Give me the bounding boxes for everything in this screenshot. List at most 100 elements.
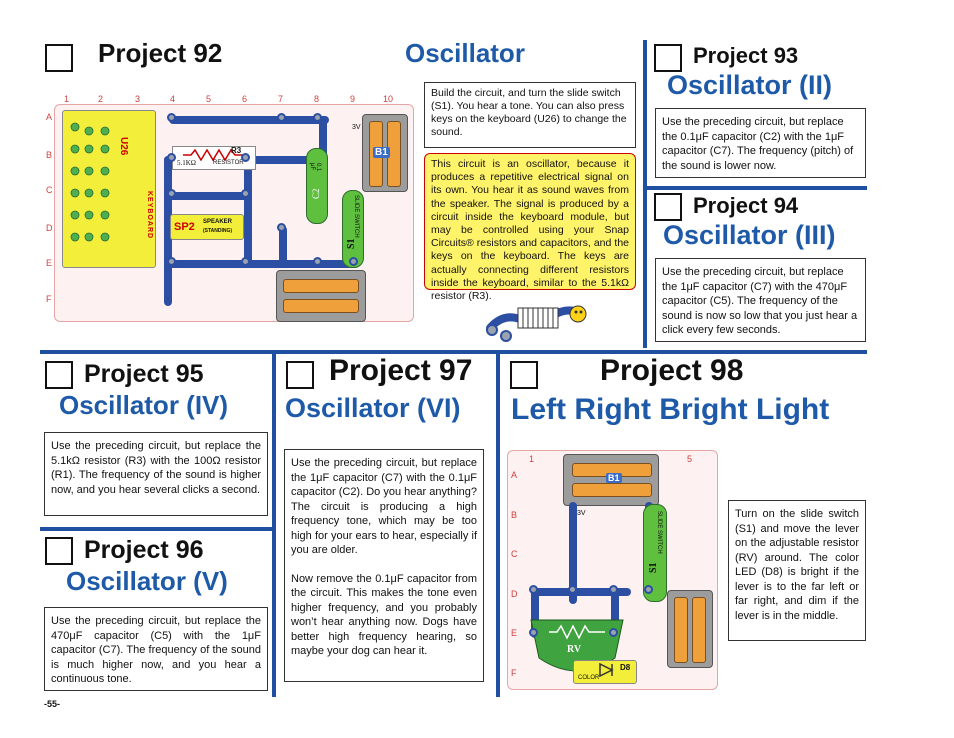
u26-label: U26	[118, 137, 129, 156]
snap-connector	[167, 189, 176, 198]
col-label: 6	[242, 94, 248, 104]
snap-connector	[241, 257, 250, 266]
col-label: 10	[383, 94, 394, 104]
keyboard-label: KEYBOARD	[146, 191, 153, 240]
project-97-number: Project 97	[329, 354, 473, 387]
project-93-number: Project 93	[693, 43, 799, 68]
battery-cell	[572, 483, 652, 497]
snap-connector	[277, 223, 286, 232]
row-label: B	[511, 510, 518, 520]
project-92-circuit-diagram: 1 2 3 4 5 6 7 8 9 10 A B C D E F U26 K	[44, 94, 414, 326]
project-94-number: Project 94	[693, 193, 799, 218]
sp2-standing-label: (STANDING)	[203, 228, 233, 234]
snap-connector	[644, 585, 653, 594]
snap-wire	[164, 156, 172, 306]
battery-cell	[674, 597, 688, 663]
slide-switch-s1: S1 SLIDE SWITCH	[342, 190, 364, 268]
s1-label: S1	[346, 238, 357, 249]
project-98-checkbox[interactable]	[510, 361, 538, 389]
snap-connector	[313, 113, 322, 122]
row-label: A	[511, 470, 518, 480]
battery-cell	[283, 299, 359, 313]
project-97-checkbox[interactable]	[286, 361, 314, 389]
project-92-title: Oscillator	[405, 38, 525, 68]
divider-vertical-top	[643, 40, 647, 348]
keyboard-keys-icon	[70, 122, 110, 242]
s1-switch-label: SLIDE SWITCH	[656, 511, 662, 554]
snap-connector	[529, 585, 538, 594]
project-97-paragraph-1: Use the preceding circuit, but replace t…	[291, 457, 477, 556]
col-label: 4	[170, 94, 176, 104]
battery-b1-bottom	[667, 590, 713, 668]
project-92-info-box: This circuit is an oscillator, because i…	[424, 153, 636, 302]
col-label: 7	[278, 94, 284, 104]
snap-wire	[611, 588, 619, 638]
snap-connector	[167, 113, 176, 122]
row-label: B	[46, 150, 53, 160]
snap-wire	[531, 588, 539, 638]
project-92-instructions: Build the circuit, and turn the slide sw…	[424, 82, 636, 148]
snap-connector	[609, 628, 618, 637]
led-symbol-icon	[599, 663, 614, 677]
c2-label: C2	[311, 188, 321, 199]
snap-connector	[313, 257, 322, 266]
project-94-text: Use the preceding circuit, but replace t…	[655, 258, 866, 342]
project-96-text: Use the preceding circuit, but replace t…	[44, 607, 268, 691]
snap-wire	[319, 116, 327, 166]
col-label: 1	[64, 94, 70, 104]
snap-wire	[569, 502, 577, 604]
snap-connector	[277, 113, 286, 122]
snap-connector	[609, 585, 618, 594]
snap-wire	[244, 156, 252, 266]
rv-label: RV	[567, 644, 582, 655]
project-95-checkbox[interactable]	[45, 361, 73, 389]
b1-label: B1	[373, 147, 390, 158]
divider-horizontal-middle	[40, 350, 867, 354]
project-93-title: Oscillator (II)	[667, 70, 833, 100]
row-label: F	[46, 294, 52, 304]
project-94-checkbox[interactable]	[654, 193, 682, 221]
snap-wire	[169, 260, 359, 268]
battery-b1: B1	[362, 114, 408, 192]
page-number: -55-	[44, 699, 61, 709]
s1-label: S1	[648, 562, 659, 573]
b1-voltage: 3V	[352, 124, 361, 131]
project-92-checkbox[interactable]	[45, 44, 73, 72]
sp2-speaker-label: SPEAKER	[203, 219, 233, 225]
project-96-checkbox[interactable]	[45, 537, 73, 565]
resistor-r3: R3 5.1KΩ RESISTOR	[172, 146, 256, 170]
project-98-circuit-diagram: 1 5 A B C D E F B1 3V S1 SLIDE SWITCH RV…	[505, 448, 720, 692]
row-label: D	[511, 589, 518, 599]
project-93-checkbox[interactable]	[654, 44, 682, 72]
snap-connector	[241, 153, 250, 162]
snap-connector	[529, 628, 538, 637]
project-95-title: Oscillator (IV)	[59, 390, 229, 420]
b1-voltage: 3V	[577, 510, 586, 517]
snap-connector	[167, 153, 176, 162]
battery-b1: B1	[563, 454, 659, 506]
capacitor-c2: C2 0.1 μF	[306, 148, 328, 224]
project-98-title: Left Right Bright Light	[511, 393, 830, 426]
snap-wire	[279, 226, 287, 268]
snap-connector	[568, 585, 577, 594]
divider-right-top	[645, 186, 867, 190]
project-97-title: Oscillator (VI)	[285, 393, 461, 423]
d8-label: D8	[620, 663, 631, 672]
project-94-title: Oscillator (III)	[663, 220, 836, 250]
col-label: 2	[98, 94, 104, 104]
col-label: 5	[687, 454, 693, 464]
col-label: 8	[314, 94, 320, 104]
project-92-number: Project 92	[98, 38, 223, 68]
col-label: 1	[529, 454, 535, 464]
battery-b1-bottom	[276, 270, 366, 322]
d8-color-label: COLOR	[578, 675, 600, 681]
resistor-zigzag-icon	[183, 149, 247, 161]
speaker-sp2: SP2 SPEAKER (STANDING)	[170, 214, 244, 240]
r3-value: 5.1KΩ	[177, 159, 197, 167]
project-97-text: Use the preceding circuit, but replace t…	[284, 449, 484, 682]
col-label: 3	[135, 94, 141, 104]
snappy-mascot-icon	[486, 305, 587, 342]
row-label: F	[511, 668, 517, 678]
project-96-title: Oscillator (V)	[66, 566, 228, 596]
snap-wire	[531, 588, 631, 596]
